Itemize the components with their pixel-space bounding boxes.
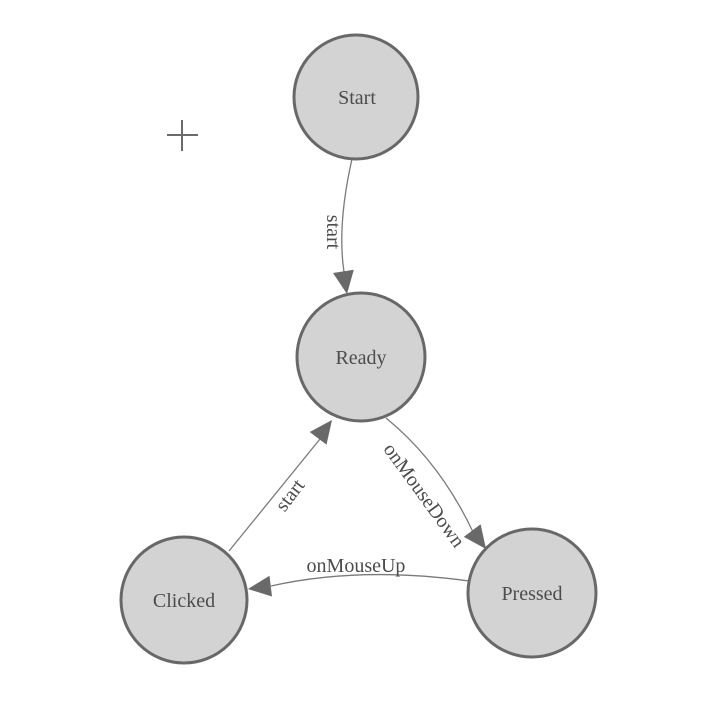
node-pressed[interactable]: Pressed: [466, 527, 598, 659]
node-label: Clicked: [153, 590, 215, 612]
edge-clicked-to-ready[interactable]: start: [228, 420, 332, 552]
edge-label-start: start: [271, 475, 310, 516]
node-circle[interactable]: [466, 527, 598, 659]
edge-line: [228, 438, 321, 552]
arrowhead-icon: [463, 524, 486, 549]
edge-ready-to-pressed[interactable]: onMouseDown: [379, 417, 486, 552]
arrowhead-icon: [333, 269, 354, 294]
edge-label-onmouseup: onMouseUp: [307, 555, 406, 577]
node-circle[interactable]: [292, 33, 420, 161]
node-label: Ready: [335, 347, 386, 369]
edge-label-start: start: [322, 215, 344, 250]
edge-line: [270, 573, 470, 587]
arrowhead-icon: [248, 575, 272, 597]
node-circle[interactable]: [119, 535, 249, 665]
crosshair-icon[interactable]: [167, 120, 198, 151]
edge-start-to-ready[interactable]: start: [322, 158, 354, 294]
edge-label-onmousedown: onMouseDown: [379, 439, 469, 552]
node-ready[interactable]: Ready: [295, 291, 427, 423]
edge-pressed-to-clicked[interactable]: onMouseUp: [248, 555, 470, 597]
arrowhead-icon: [309, 420, 332, 445]
node-label: Pressed: [501, 583, 562, 605]
node-clicked[interactable]: Clicked: [119, 535, 249, 665]
node-circle[interactable]: [295, 291, 427, 423]
edge-line: [385, 417, 474, 533]
node-label: Start: [338, 87, 376, 109]
node-start[interactable]: Start: [292, 33, 420, 161]
edge-line: [341, 158, 353, 273]
